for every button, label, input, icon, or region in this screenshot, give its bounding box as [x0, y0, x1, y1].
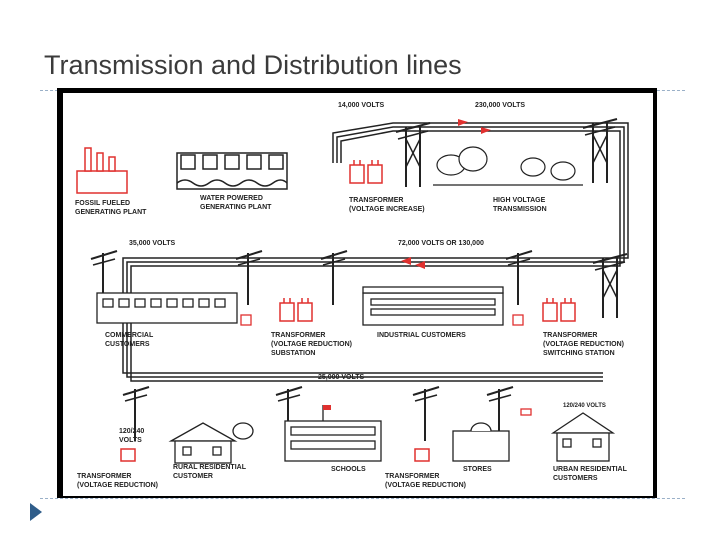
school-building-icon: [284, 420, 382, 462]
stores-transformer-label-1: TRANSFORMER: [385, 473, 439, 480]
utility-pole-icon: [320, 250, 348, 306]
volts-120240-label-2: VOLTS: [119, 437, 142, 444]
industrial-building-icon: [362, 286, 504, 326]
stores-building-icon: [452, 422, 510, 462]
transformer-rural-icon: [120, 448, 136, 462]
volts-120240-right: 120/240 VOLTS: [563, 403, 606, 409]
transmission-tower-icon: [582, 118, 618, 184]
transmission-tower-icon: [592, 253, 628, 319]
flag-icon: [322, 405, 331, 421]
fossil-plant-icon: [76, 147, 128, 194]
stores-transformer-label-2: (VOLTAGE REDUCTION): [385, 482, 466, 489]
meter-icon: [512, 314, 524, 326]
hv-transmission-label-2: TRANSMISSION: [493, 206, 547, 213]
volts-230000: 230,000 VOLTS: [475, 102, 525, 109]
commercial-building-icon: [96, 292, 238, 324]
transformer-switching-icon: [542, 297, 576, 322]
rural-transformer-label-2: (VOLTAGE REDUCTION): [77, 482, 158, 489]
rural-label-2: CUSTOMER: [173, 473, 213, 480]
transformer-substation-icon: [279, 297, 313, 322]
slide-title: Transmission and Distribution lines: [44, 50, 462, 80]
transformer-up-label-1: TRANSFORMER: [349, 197, 403, 204]
rural-house-icon: [168, 422, 254, 464]
stores-label: STORES: [463, 466, 492, 473]
transmission-tower-icon: [395, 122, 431, 188]
power-grid-diagram: 14,000 VOLTS 230,000 VOLTS FOSSIL FUELED…: [63, 93, 653, 496]
commercial-label-2: CUSTOMERS: [105, 341, 150, 348]
utility-pole-icon: [412, 386, 440, 442]
trees-icon: [433, 146, 583, 186]
transformer-step-up-icon: [349, 159, 383, 184]
volts-35000: 35,000 VOLTS: [129, 240, 176, 247]
water-plant-label-2: GENERATING PLANT: [200, 204, 272, 211]
schools-label: SCHOOLS: [331, 466, 366, 473]
urban-label-1: URBAN RESIDENTIAL: [553, 466, 628, 473]
switching-label-3: SWITCHING STATION: [543, 350, 615, 357]
flow-arrows: [401, 119, 491, 269]
switching-label-2: (VOLTAGE REDUCTION): [543, 341, 624, 348]
volts-25000: 25,000 VOLTS: [318, 374, 365, 381]
urban-houses-icon: [520, 408, 616, 462]
water-plant-icon: [176, 152, 288, 190]
meter-icon: [240, 314, 252, 326]
transformer-up-label-2: (VOLTAGE INCREASE): [349, 206, 425, 213]
rural-label-1: RURAL RESIDENTIAL: [173, 464, 247, 471]
substation-label-1: TRANSFORMER: [271, 332, 325, 339]
utility-pole-icon: [235, 250, 263, 306]
volts-120240-label-1: 120/240: [119, 428, 144, 435]
switching-label-1: TRANSFORMER: [543, 332, 597, 339]
commercial-label-1: COMMERCIAL: [105, 332, 154, 339]
rural-transformer-label-1: TRANSFORMER: [77, 473, 131, 480]
volts-14000: 14,000 VOLTS: [338, 102, 385, 109]
water-plant-label-1: WATER POWERED: [200, 195, 263, 202]
bottom-divider: [40, 498, 685, 499]
volts-72000: 72,000 VOLTS OR 130,000: [398, 240, 484, 247]
fossil-plant-label-2: GENERATING PLANT: [75, 209, 147, 216]
bullet-arrow-icon: [30, 503, 42, 521]
utility-pole-icon: [505, 250, 533, 306]
urban-label-2: CUSTOMERS: [553, 475, 598, 482]
transformer-stores-icon: [414, 448, 430, 462]
substation-label-3: SUBSTATION: [271, 350, 315, 357]
hv-transmission-label-1: HIGH VOLTAGE: [493, 197, 546, 204]
power-line-route: [122, 122, 629, 382]
industrial-label: INDUSTRIAL CUSTOMERS: [377, 332, 466, 339]
substation-label-2: (VOLTAGE REDUCTION): [271, 341, 352, 348]
fossil-plant-label-1: FOSSIL FUELED: [75, 200, 130, 207]
